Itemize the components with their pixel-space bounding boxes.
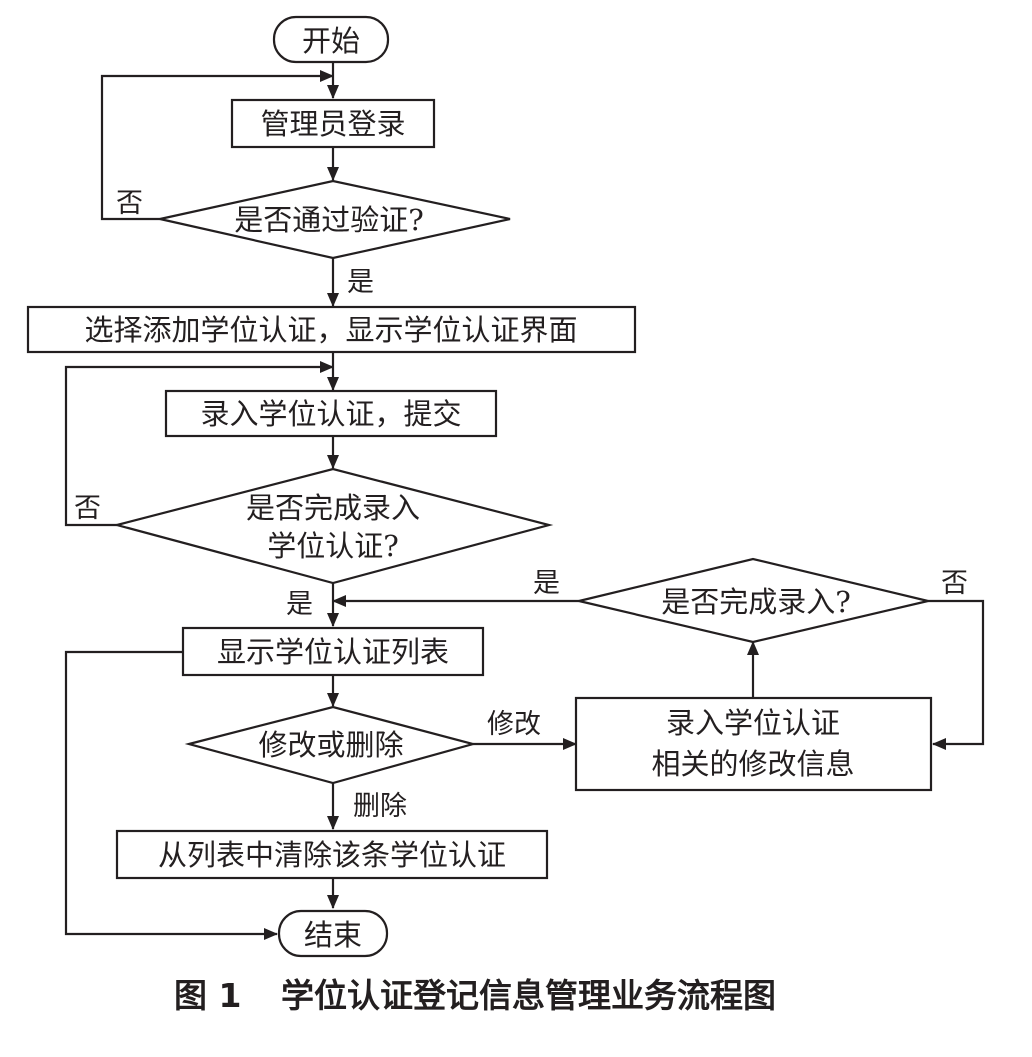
done-enter-label-2: 学位认证? [267, 529, 399, 563]
login-process: 管理员登录 [230, 98, 436, 149]
modify-or-delete-label: 修改或删除 [258, 728, 403, 762]
verify-no-label: 否 [116, 188, 143, 219]
verify-yes-label: 是 [347, 267, 374, 298]
figure-number: 图 1 [174, 976, 241, 1015]
delete-label: 删除 [353, 791, 407, 822]
done-enter-label-1: 是否完成录入 [246, 491, 420, 525]
modify-info-label-1: 录入学位认证 [666, 706, 840, 740]
done-enter-decision: 是否完成录入 学位认证? [112, 467, 554, 585]
done-modify-label: 是否完成录入? [661, 585, 851, 619]
select-process: 选择添加学位认证，显示学位认证界面 [26, 305, 637, 354]
remove-process: 从列表中清除该条学位认证 [115, 829, 549, 880]
verify-decision: 是否通过验证? [159, 179, 511, 260]
modify-or-delete-decision: 修改或删除 [184, 705, 478, 785]
edge-list-end [64, 650, 278, 940]
login-label: 管理员登录 [260, 107, 405, 141]
show-list-label: 显示学位认证列表 [217, 635, 449, 669]
start-label: 开始 [302, 24, 360, 58]
modify-label: 修改 [487, 709, 541, 740]
figure-title: 学位认证登记信息管理业务流程图 [281, 976, 776, 1015]
done-modify-decision: 是否完成录入? [578, 557, 929, 644]
enter-label: 录入学位认证，提交 [200, 397, 461, 431]
modify-info-process: 录入学位认证 相关的修改信息 [574, 696, 933, 792]
show-list-process: 显示学位认证列表 [181, 626, 485, 677]
select-label: 选择添加学位认证，显示学位认证界面 [84, 313, 577, 347]
verify-label: 是否通过验证? [234, 203, 424, 237]
end-label: 结束 [304, 918, 362, 952]
done-modify-yes-label: 是 [533, 568, 560, 599]
end-terminal: 结束 [277, 909, 389, 958]
remove-label: 从列表中清除该条学位认证 [158, 838, 506, 872]
edge-verify-no [100, 70, 334, 221]
connectors [64, 62, 985, 940]
modify-info-label-2: 相关的修改信息 [651, 747, 854, 781]
start-terminal: 开始 [272, 15, 390, 64]
done-enter-yes-label: 是 [286, 589, 313, 620]
done-enter-no-label: 否 [74, 493, 101, 524]
enter-process: 录入学位认证，提交 [164, 389, 498, 438]
done-modify-no-label: 否 [941, 568, 968, 599]
edge-doneenter-no [64, 361, 334, 527]
edge-donemodify-no [928, 599, 985, 750]
